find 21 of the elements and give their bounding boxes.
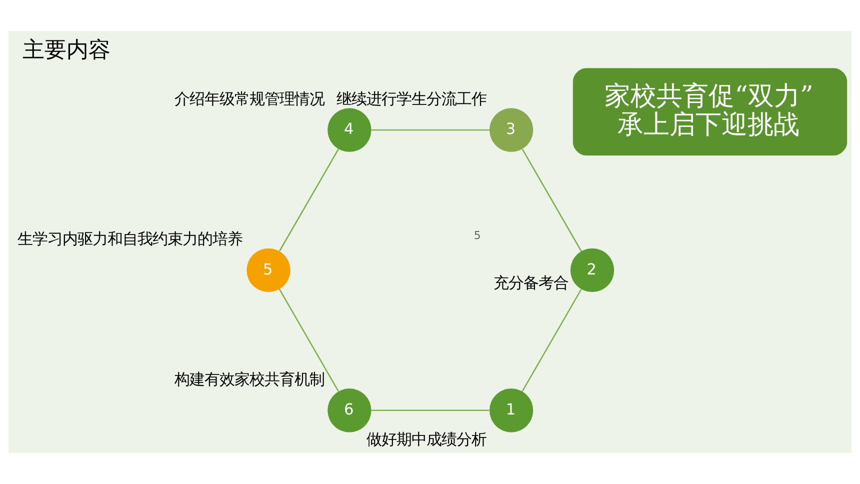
node-circle: 1 [489, 388, 534, 432]
node-label: 介绍年级常规管理情况 [174, 90, 324, 108]
connector [371, 410, 490, 412]
connector [522, 148, 582, 252]
connector [279, 148, 340, 252]
node-label: 做好期中成绩分析 [366, 430, 487, 448]
node-circle: 2 [570, 248, 614, 292]
node-label: 构建有效家校共育机制 [174, 370, 324, 388]
diagram-title: 主要内容 [22, 38, 110, 64]
node-circle: 4 [328, 108, 372, 152]
label: 5 [474, 229, 481, 242]
node-circle: 5 [246, 248, 290, 292]
connector [372, 129, 490, 131]
node-circle: 6 [328, 388, 372, 432]
node-label: 生学习内驱力和自我约束力的培养 [17, 230, 242, 248]
node-label: 充分备考合 [494, 274, 569, 292]
node-label: 继续进行学生分流工作 [336, 90, 486, 108]
connector [278, 288, 339, 392]
node-circle: 3 [489, 108, 534, 152]
node-box: 家校共育促“双力” 承上启下迎挑战 [572, 68, 848, 156]
connector [522, 289, 582, 392]
